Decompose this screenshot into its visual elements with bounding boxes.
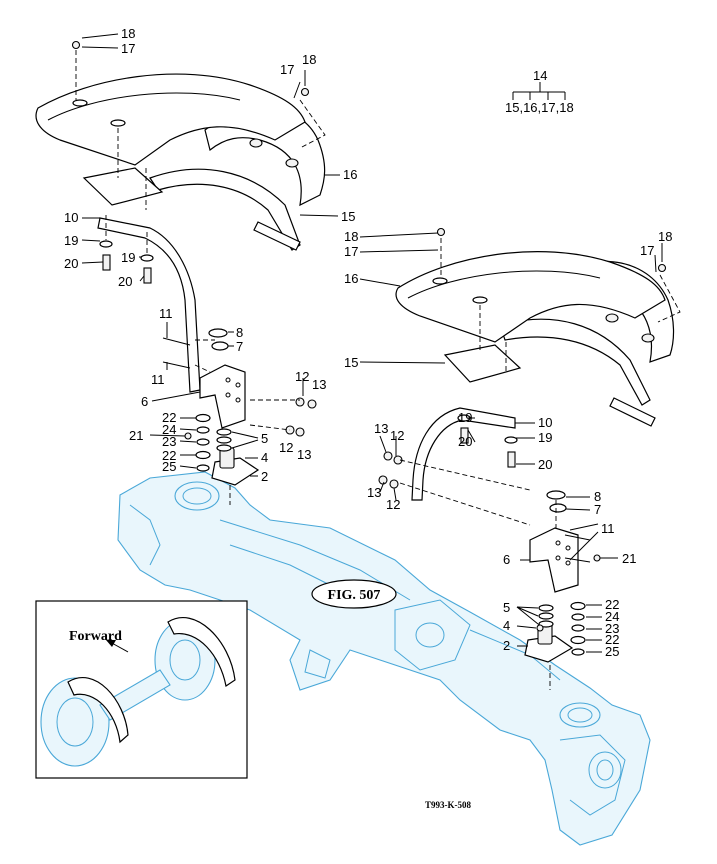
callout-15: 15 — [344, 355, 358, 370]
callout-11: 11 — [159, 306, 173, 321]
callout-20: 20 — [118, 274, 132, 289]
callout-18: 18 — [121, 26, 135, 41]
callout-7: 7 — [594, 502, 601, 517]
callout-13: 13 — [312, 377, 326, 392]
callout-10: 10 — [538, 415, 552, 430]
callout-24: 24 — [605, 609, 619, 624]
callout-8: 8 — [236, 325, 243, 340]
callout-17: 17 — [280, 62, 294, 77]
callout-12: 12 — [279, 440, 293, 455]
group-title: 14 — [533, 68, 547, 83]
callout-5: 5 — [261, 431, 268, 446]
callout-6: 6 — [503, 552, 510, 567]
callout-12: 12 — [390, 428, 404, 443]
callout-20: 20 — [538, 457, 552, 472]
right-fender — [378, 227, 681, 690]
figure-reference: FIG. 507 — [311, 579, 397, 609]
callout-23: 23 — [162, 434, 176, 449]
callout-2: 2 — [503, 638, 510, 653]
axle-housing — [117, 471, 651, 846]
callout-25: 25 — [605, 644, 619, 659]
figure-reference-label: FIG. 507 — [328, 588, 381, 603]
group-members: 15,16,17,18 — [505, 100, 574, 115]
callout-18: 18 — [344, 229, 358, 244]
callout-4: 4 — [503, 618, 510, 633]
callout-17: 17 — [121, 41, 135, 56]
callout-19: 19 — [458, 410, 472, 425]
callout-13: 13 — [374, 421, 388, 436]
callout-19: 19 — [64, 233, 78, 248]
callout-22: 22 — [605, 632, 619, 647]
callout-10: 10 — [64, 210, 78, 225]
left-fender — [35, 40, 326, 505]
callout-12: 12 — [295, 369, 309, 384]
callout-22: 22 — [605, 597, 619, 612]
callout-6: 6 — [141, 394, 148, 409]
callout-21: 21 — [129, 428, 143, 443]
callout-4: 4 — [261, 450, 268, 465]
callout-11: 11 — [601, 521, 615, 536]
callout-5: 5 — [503, 600, 510, 615]
leader-lines — [81, 33, 663, 653]
callout-13: 13 — [297, 447, 311, 462]
callout-21: 21 — [622, 551, 636, 566]
callout-15: 15 — [341, 209, 355, 224]
callout-20: 20 — [64, 256, 78, 271]
inset-view — [35, 600, 248, 779]
callout-19: 19 — [121, 250, 135, 265]
callout-7: 7 — [236, 339, 243, 354]
callout-12: 12 — [386, 497, 400, 512]
callout-18: 18 — [302, 52, 316, 67]
callout-17: 17 — [344, 244, 358, 259]
callout-11: 11 — [151, 372, 165, 387]
inset-forward-label: Forward — [69, 629, 122, 644]
callout-24: 24 — [162, 422, 176, 437]
callout-23: 23 — [605, 621, 619, 636]
callout-2: 2 — [261, 469, 268, 484]
callout-17: 17 — [640, 243, 654, 258]
callout-22: 22 — [162, 410, 176, 425]
callout-13: 13 — [367, 485, 381, 500]
drawing-code: T993-K-508 — [425, 800, 471, 810]
callout-8: 8 — [594, 489, 601, 504]
callout-22: 22 — [162, 448, 176, 463]
callout-16: 16 — [344, 271, 358, 286]
callout-18: 18 — [658, 229, 672, 244]
callout-20: 20 — [458, 434, 472, 449]
callout-19: 19 — [538, 430, 552, 445]
callout-25: 25 — [162, 459, 176, 474]
callout-16: 16 — [343, 167, 357, 182]
